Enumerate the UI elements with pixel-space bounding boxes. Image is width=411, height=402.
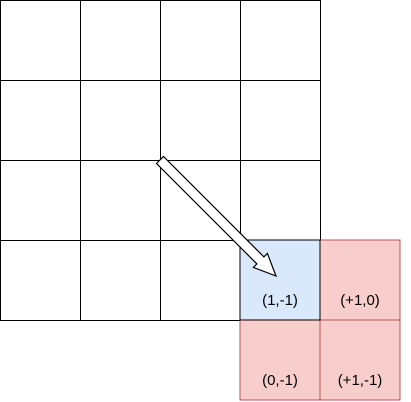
label-center: (1,-1)	[262, 292, 298, 309]
cell-right	[319, 239, 401, 321]
grid-cell	[0, 0, 81, 81]
label-diagonal: (+1,-1)	[338, 372, 383, 389]
hollow-arrow-icon	[155, 155, 278, 278]
arrow-shape	[155, 155, 278, 278]
cell-below	[239, 319, 321, 401]
grid-cell	[240, 0, 321, 81]
grid-cell	[80, 240, 161, 321]
grid-cell	[80, 160, 161, 241]
cell-labels: (1,-1) (+1,0) (0,-1) (+1,-1)	[262, 292, 382, 389]
grid-cell	[80, 80, 161, 161]
grid-cell	[240, 160, 321, 241]
grid-cell	[0, 80, 81, 161]
grid-cell	[80, 0, 161, 81]
grid-cell	[0, 160, 81, 241]
grid-cell	[0, 240, 81, 321]
grid-cell	[240, 80, 321, 161]
label-below: (0,-1)	[262, 372, 298, 389]
label-right: (+1,0)	[340, 292, 380, 309]
neighbor-cells	[239, 239, 401, 401]
cell-diagonal	[319, 319, 401, 401]
grid-cell	[160, 80, 241, 161]
grid-cell	[160, 240, 241, 321]
grid-cell	[160, 0, 241, 81]
